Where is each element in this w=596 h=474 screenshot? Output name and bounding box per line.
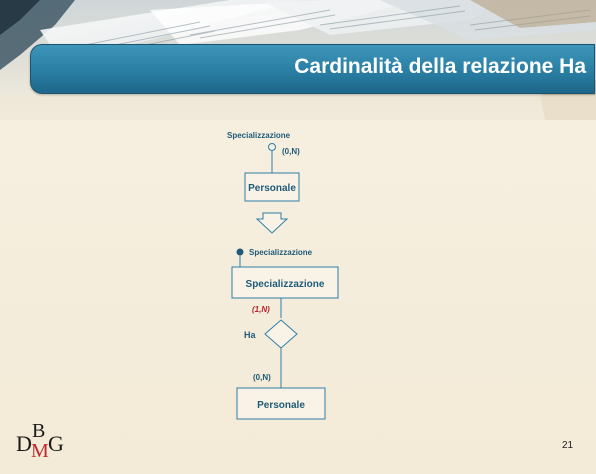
logo-letter-m: M <box>31 440 49 461</box>
bottom-attribute-label: Specializzazione <box>249 248 313 257</box>
cardinality-0n: (0,N) <box>253 373 271 382</box>
personale-entity-label: Personale <box>257 400 305 411</box>
transformation-arrow-icon <box>255 212 289 234</box>
specializzazione-entity-label: Specializzazione <box>246 279 325 290</box>
logo-letter-g: G <box>48 431 64 456</box>
relationship-label: Ha <box>244 330 256 340</box>
top-entity-label: Personale <box>248 183 296 194</box>
top-cardinality: (0,N) <box>282 147 300 156</box>
logo-letter-d: D <box>16 431 32 456</box>
top-attribute-label: Specializzazione <box>227 131 291 140</box>
bottom-identifier-attribute-marker <box>236 248 244 256</box>
specializzazione-entity-box <box>231 266 339 299</box>
top-optional-attribute-marker <box>268 143 276 151</box>
relationship-diamond <box>264 319 298 349</box>
logo-letter-b: B <box>32 420 45 442</box>
title-bar: Cardinalità della relazione Ha <box>30 44 595 94</box>
dbmg-logo: D B M G <box>16 420 64 461</box>
top-entity-box <box>244 172 300 202</box>
cardinality-1n: (1,N) <box>252 305 270 314</box>
personale-entity-box <box>236 387 326 420</box>
slide-title: Cardinalità della relazione Ha <box>294 55 586 78</box>
page-number: 21 <box>562 440 574 451</box>
